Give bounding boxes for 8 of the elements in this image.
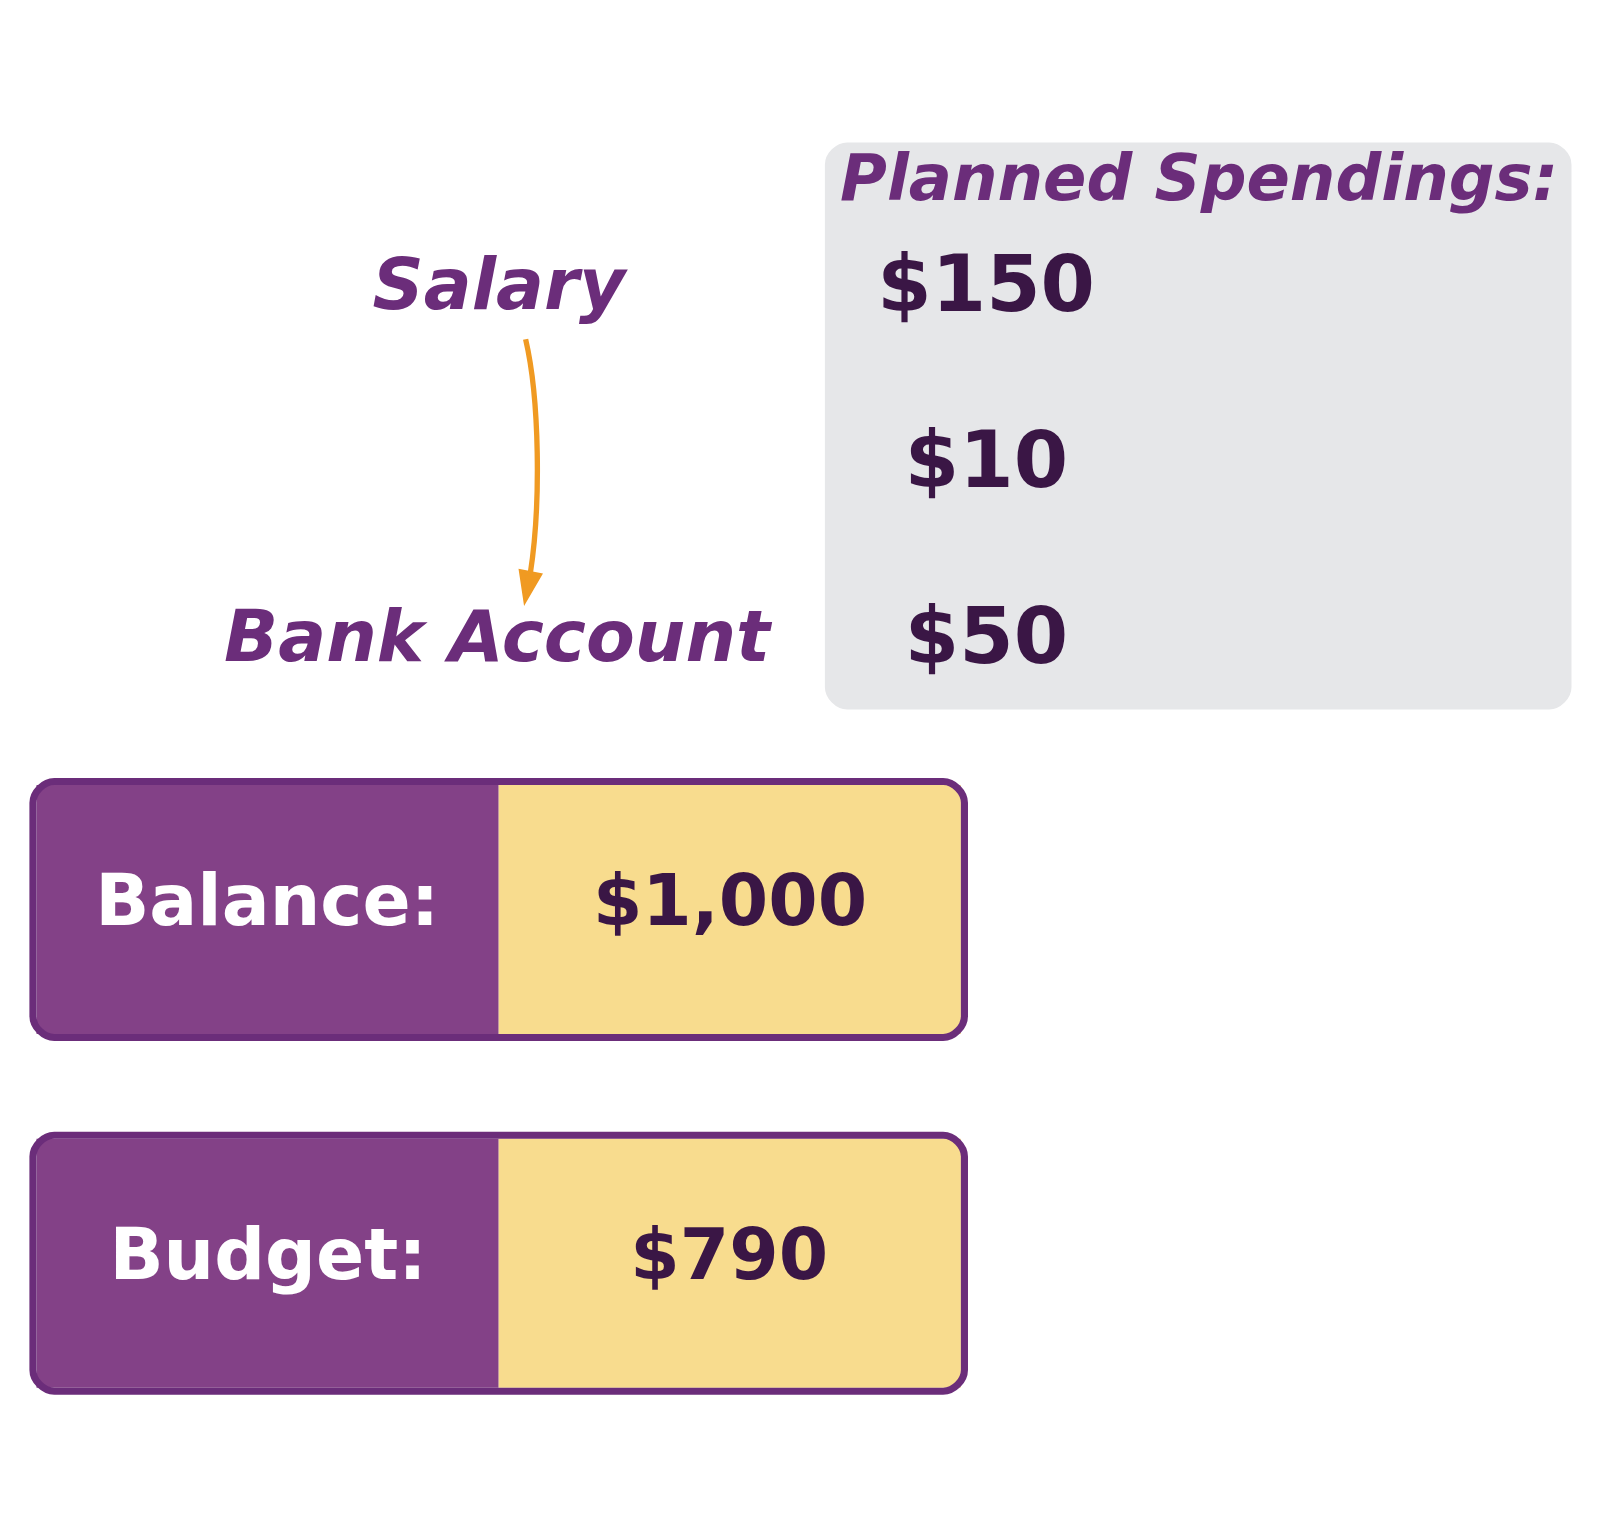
node-box: Balance: $1,000	[29, 777, 968, 1042]
node-box: Budget: $790	[29, 1131, 968, 1395]
node-text: Bank Account	[224, 594, 771, 678]
node-text: $150	[877, 237, 1095, 329]
node-text: $50	[904, 589, 1069, 681]
node-text: Salary	[372, 242, 626, 326]
node-text: $10	[904, 413, 1069, 505]
arrow	[518, 338, 543, 607]
